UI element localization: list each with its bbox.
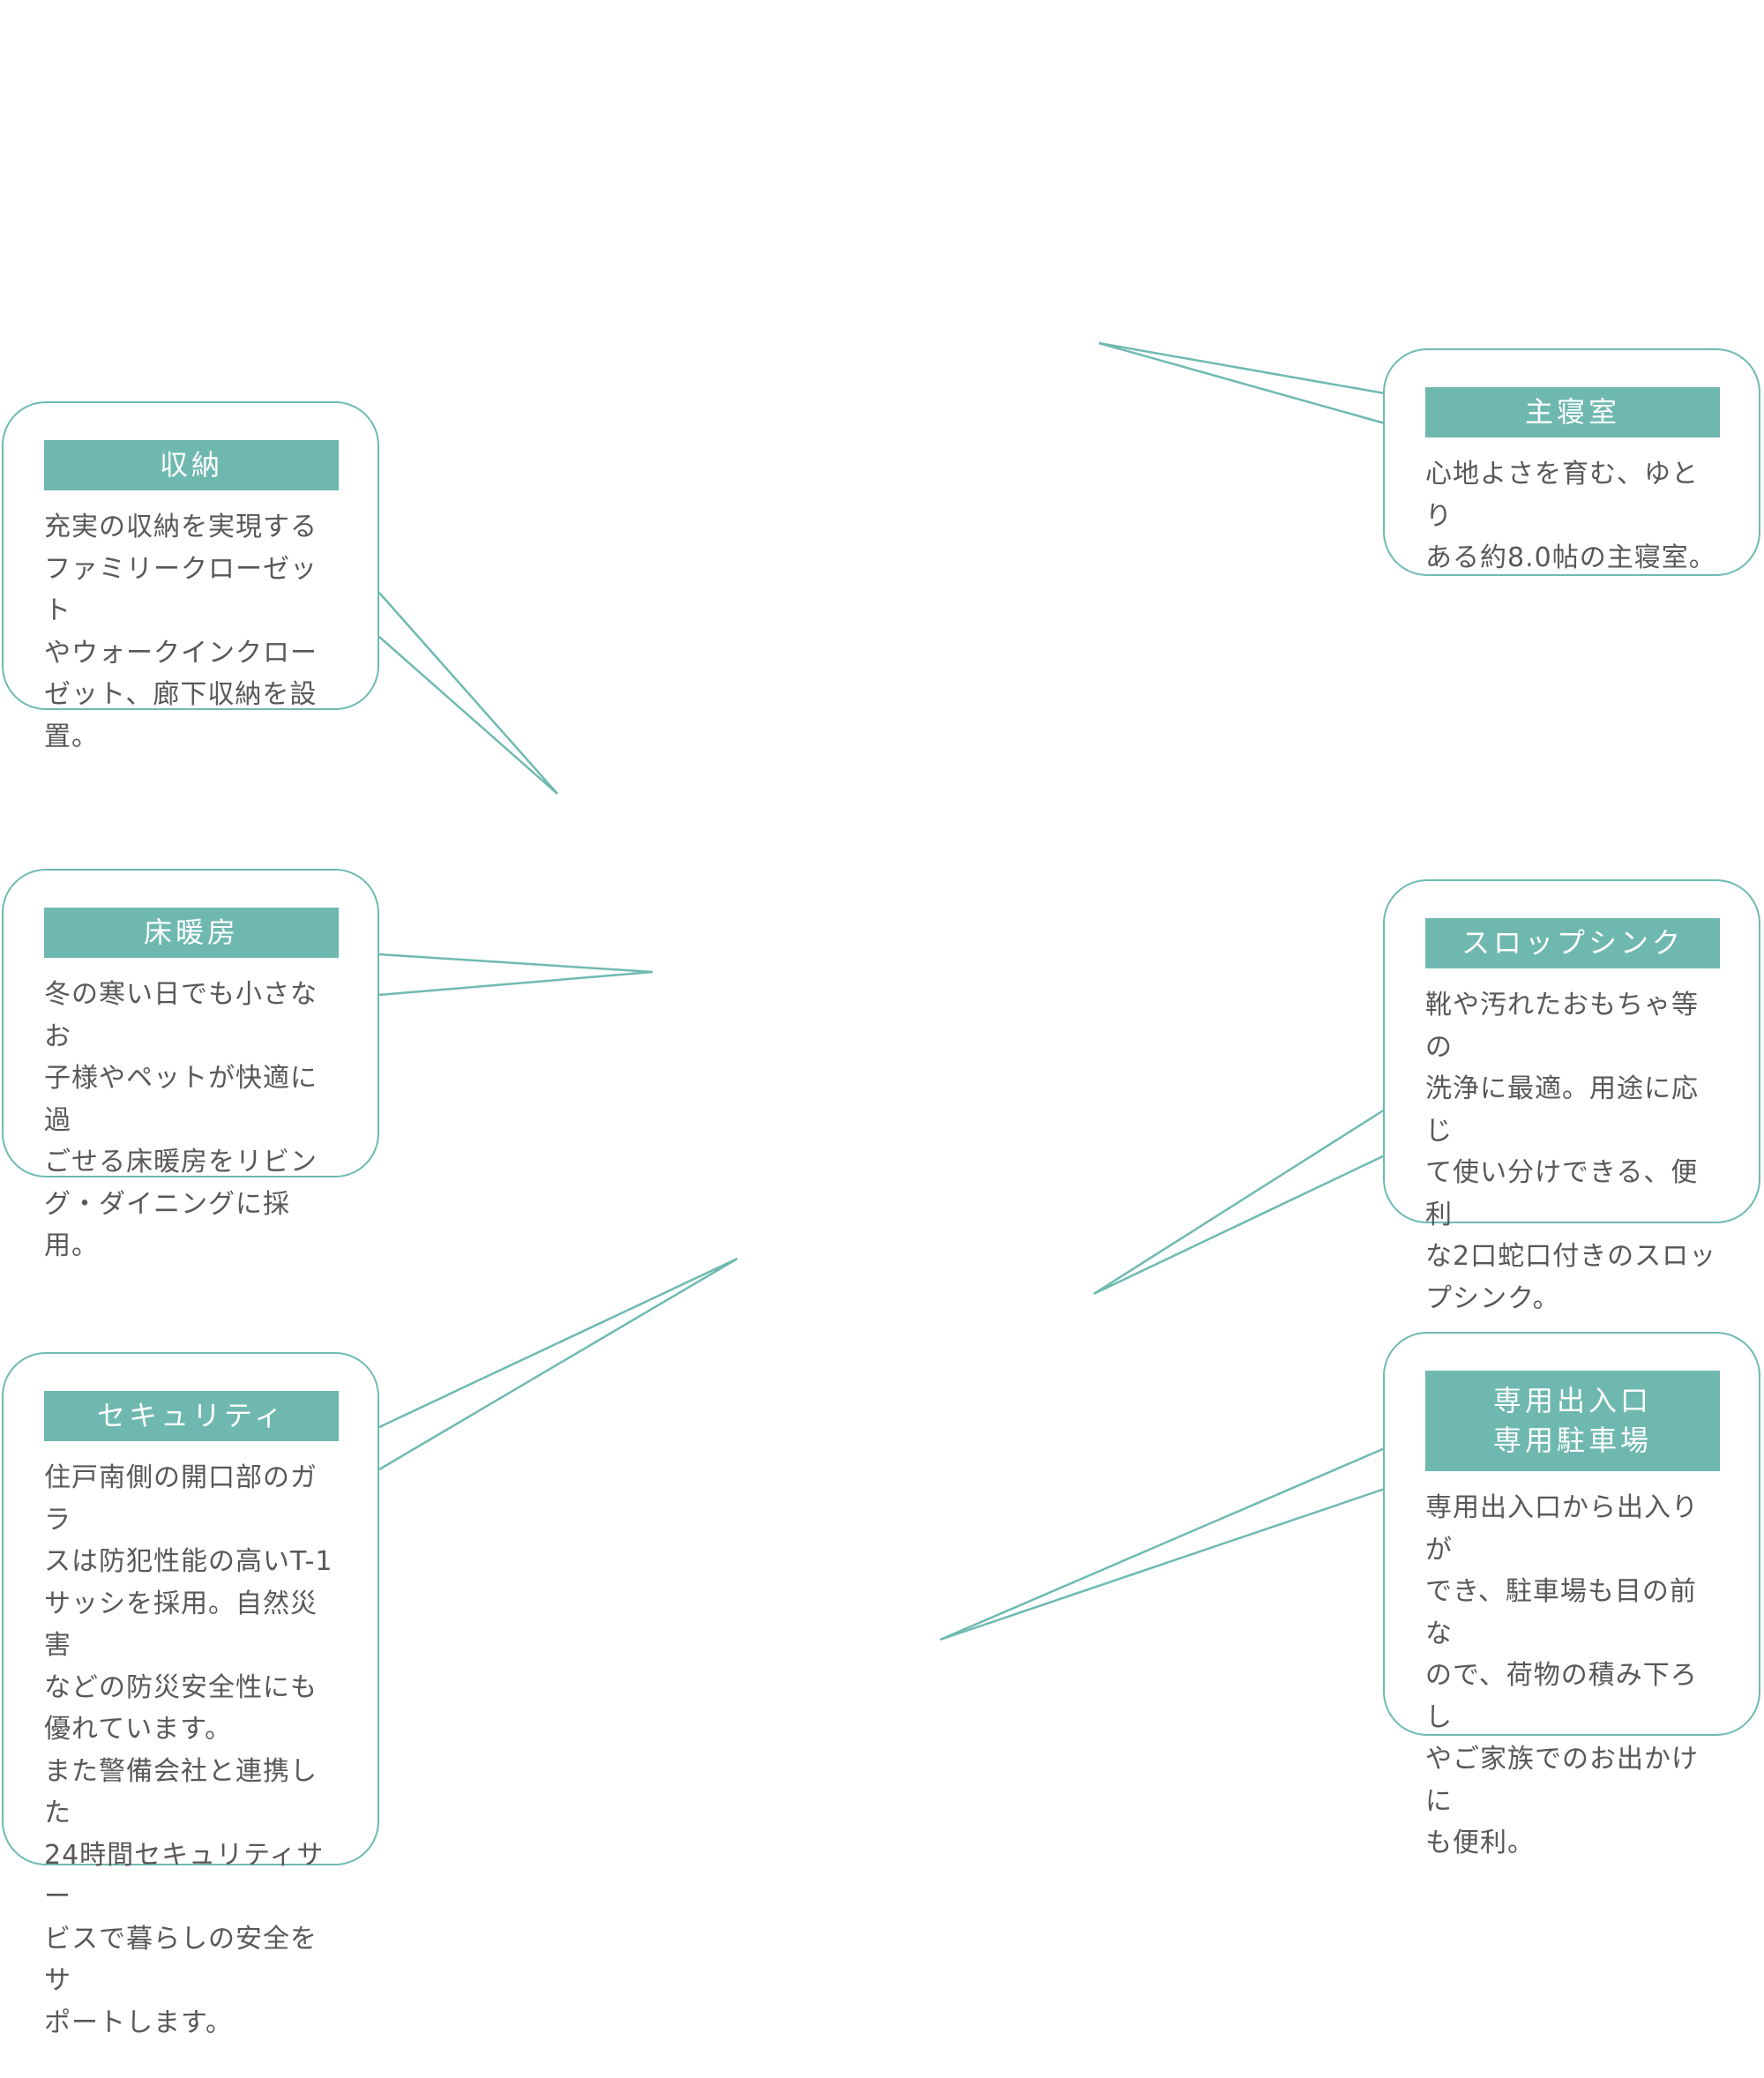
private-entrance-leader (939, 1446, 1386, 1641)
slop-sink-description: 靴や汚れたおもちゃ等の 洗浄に最適。用途に応じ て使い分けできる、便利 な2口蛇… (1425, 990, 1717, 1314)
floor-heating-leader (378, 953, 654, 997)
private-entrance-callout: 専用出入口 専用駐車場 専用出入口から出入りが でき、駐車場も目の前な ので、荷… (1383, 1332, 1760, 1858)
slop-sink-callout: スロップシンク 靴や汚れたおもちゃ等の 洗浄に最適。用途に応じ て使い分けできる… (1383, 879, 1760, 1314)
security-callout: セキュリティ 住戸南側の開口部のガラ スは防犯性能の高いT-1 サッシを採用。自… (2, 1352, 379, 2038)
storage-description: 充実の収納を実現する ファミリークローゼット やウォークインクロー ゼット、廊下… (44, 512, 318, 752)
security-leader (378, 1257, 738, 1471)
floor-heating-title: 床暖房 (44, 908, 339, 958)
floor-heating-description: 冬の寒い日でも小さなお 子様やペットが快適に過 ごせる床暖房をリビン グ・ダイニ… (44, 979, 318, 1261)
master-bedroom-description: 心地よさを育む、ゆとり ある約8.0帖の主寝室。 (1425, 459, 1716, 573)
master-bedroom-title: 主寝室 (1425, 387, 1720, 437)
slop-sink-leader (1093, 1108, 1386, 1296)
storage-leader (378, 592, 558, 795)
private-entrance-title: 専用出入口 専用駐車場 (1425, 1371, 1720, 1471)
floor-heating-callout: 床暖房 冬の寒い日でも小さなお 子様やペットが快適に過 ごせる床暖房をリビン グ… (2, 869, 379, 1261)
master-bedroom-callout: 主寝室 心地よさを育む、ゆとり ある約8.0帖の主寝室。 (1383, 348, 1760, 576)
storage-callout: 収納 充実の収納を実現する ファミリークローゼット やウォークインクロー ゼット… (2, 401, 379, 752)
security-title: セキュリティ (44, 1391, 339, 1441)
private-entrance-description: 専用出入口から出入りが でき、駐車場も目の前な ので、荷物の積み下ろし やご家族… (1425, 1492, 1699, 1858)
slop-sink-title: スロップシンク (1425, 918, 1720, 968)
security-description: 住戸南側の開口部のガラ スは防犯性能の高いT-1 サッシを採用。自然災害 などの… (44, 1462, 333, 2038)
storage-title: 収納 (44, 440, 339, 490)
master-bedroom-leader (1098, 341, 1386, 425)
